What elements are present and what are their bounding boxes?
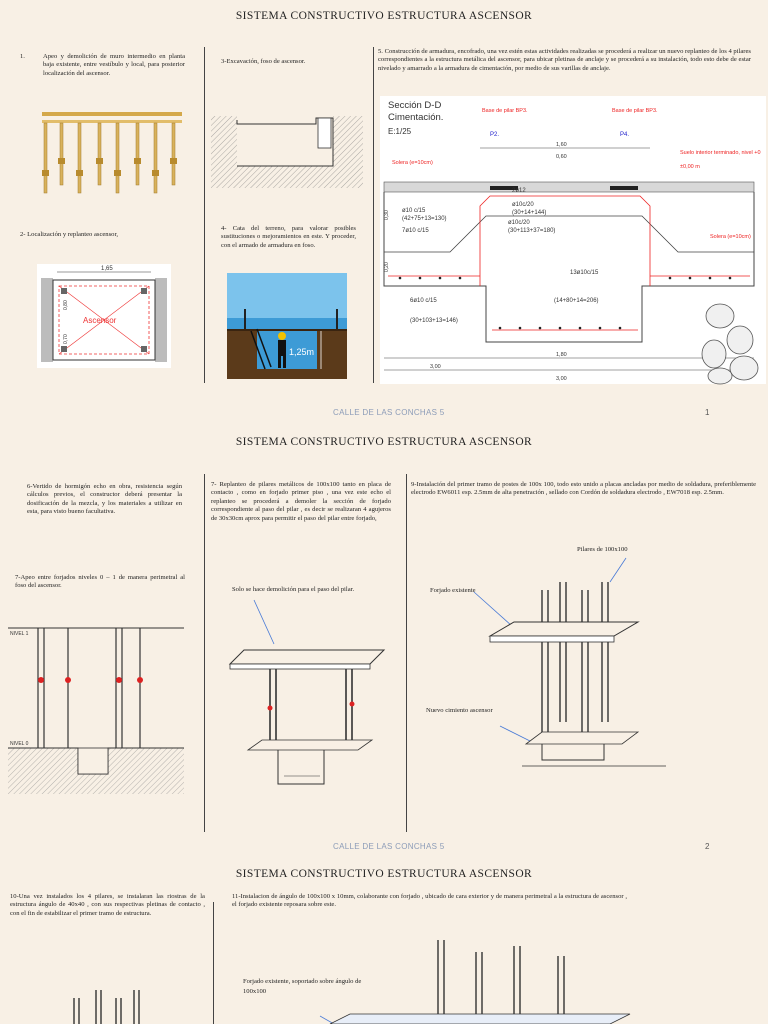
column-divider — [204, 474, 205, 832]
elevator-plan-figure: 1,65 Ascensor 0,80 0,70 — [37, 264, 171, 368]
section-title-l2: Cimentación. — [388, 112, 443, 123]
step7b-text: 7- Replanteo de pilares metálicos de 100… — [211, 481, 391, 522]
slab-pillars-figure — [228, 599, 386, 785]
page3-title: SISTEMA CONSTRUCTIVO ESTRUCTURA ASCENSOR — [235, 868, 533, 880]
forjado-label: Forjado existente — [430, 587, 476, 594]
page2-number: 2 — [705, 842, 710, 851]
plan-dim-b: 0,70 — [63, 334, 69, 344]
trench-depth-label: 1,25m — [289, 347, 314, 357]
rebar-c4: ø10c/20 — [508, 220, 530, 226]
column-divider — [204, 47, 205, 383]
page2-title: SISTEMA CONSTRUCTIVO ESTRUCTURA ASCENSOR — [235, 436, 533, 448]
page1-number: 1 — [705, 408, 710, 417]
plan-dim-top: 1,65 — [101, 266, 113, 272]
column-divider — [213, 902, 214, 1024]
bracing-figure — [73, 990, 140, 1024]
rebar-l2: (42+75+13=130) — [402, 216, 447, 222]
p2-label: P2. — [490, 132, 499, 138]
solera-left-label: Solera (e=10cm) — [392, 160, 433, 166]
page2-footer: CALLE DE LAS CONCHAS 5 — [333, 842, 445, 851]
rebar-l4: 6ø10 c/15 — [410, 298, 437, 304]
dim-b1: 3,00 — [430, 364, 441, 370]
trench-figure: 1,25m — [227, 273, 347, 379]
dim-v1: 0,20 — [384, 262, 390, 272]
page1-title: SISTEMA CONSTRUCTIVO ESTRUCTURA ASCENSOR — [235, 10, 533, 22]
suelo-label: Suelo interior terminado, nivel +0 — [680, 150, 761, 156]
rebar-l5: (30+103+13=146) — [410, 318, 458, 324]
dim-t1: 1,60 — [556, 142, 567, 148]
step9-text: 9-Instalación del primer tramo de postes… — [411, 481, 756, 497]
step7a-text: 7-Apeo entre forjados niveles 0 – 1 de m… — [15, 574, 185, 590]
pillars-label: Pilares de 100x100 — [577, 546, 628, 553]
dim-b3: 3,00 — [556, 376, 567, 382]
section-scale: E:1/25 — [388, 127, 412, 136]
cimiento-label: Nuevo cimiento ascensor — [426, 707, 493, 714]
plan-dim-a: 0,80 — [63, 300, 69, 310]
forjado-note-l1: Forjado existente, soportado sobre ángul… — [243, 978, 362, 985]
dim-t2: 0,60 — [556, 154, 567, 160]
column-divider — [406, 474, 407, 832]
steel-pillars-figure — [473, 557, 666, 767]
nivel1-label: NIVEL 1 — [10, 631, 29, 637]
dim-b2: 1,80 — [556, 352, 567, 358]
rebar-c2: ø10c/20 — [512, 202, 534, 208]
plan-label: Ascensor — [83, 316, 117, 325]
step1-text: Apeo y demolición de muro intermedio en … — [43, 53, 185, 77]
rebar-c3: (30+14+144) — [512, 210, 546, 216]
base-right-label: Base de pilar BP3. — [612, 108, 658, 114]
rebar-c6: 13ø10c/15 — [570, 270, 599, 276]
propping-figure: NIVEL 1 NIVEL 0 — [8, 627, 184, 794]
p4-label: P4. — [620, 132, 629, 138]
forjado-note-l2: 100x100 — [243, 988, 267, 995]
rebar-c1: 2ø12 — [512, 188, 526, 194]
column-divider — [373, 47, 374, 383]
rebar-l3: 7ø10 c/15 — [402, 228, 429, 234]
foundation-section-figure: Sección D-D Cimentación. E:1/25 Base de … — [380, 96, 766, 385]
rebar-l1: ø10 c/15 — [402, 208, 426, 214]
demolition-note: Solo se hace demolición para el paso del… — [232, 586, 355, 593]
step11-text: 11-Instalacion de ángulo de 100x100 x 10… — [232, 893, 627, 909]
step6-text: 6-Vertido de hormigón echo en obra, resi… — [27, 483, 182, 516]
level-label: ±0,00 m — [680, 164, 700, 170]
step1-number: 1. — [20, 53, 25, 60]
solera-right-label: Solera (e=10cm) — [710, 234, 751, 240]
step5-text: 5. Construcción de armadura, encofrado, … — [378, 48, 751, 72]
nivel0-label: NIVEL 0 — [10, 741, 29, 747]
step2-text: 2- Localización y replanteo ascensor, — [20, 231, 119, 238]
excavation-figure — [211, 116, 363, 188]
base-left-label: Base de pilar BP3. — [482, 108, 528, 114]
angle-support-figure — [319, 940, 631, 1024]
step3-text: 3-Excavación, foso de ascensor. — [221, 58, 306, 65]
page1-footer: CALLE DE LAS CONCHAS 5 — [333, 408, 445, 417]
step4-text: 4- Cata del terreno, para valorar posibl… — [221, 225, 356, 249]
dim-v2: 0,30 — [384, 210, 390, 220]
step10-text: 10-Una vez instalados los 4 pilares, se … — [10, 893, 205, 917]
rebar-c7: (14+80+14=206) — [554, 298, 599, 304]
section-title-l1: Sección D-D — [388, 100, 441, 111]
shoring-figure — [42, 112, 182, 194]
rebar-c5: (30+113+37=180) — [508, 228, 555, 234]
